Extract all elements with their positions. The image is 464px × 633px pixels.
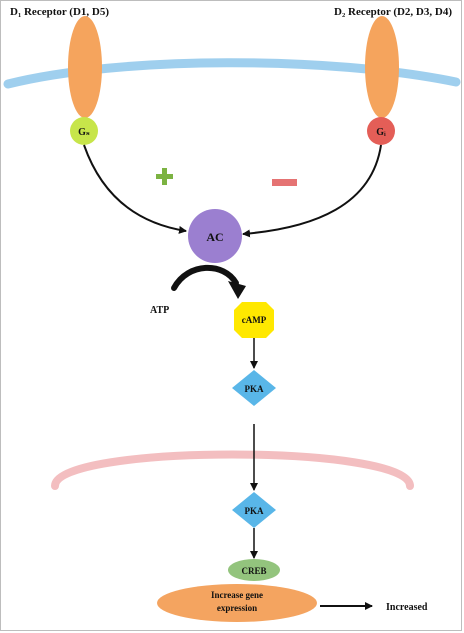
adenylyl-cyclase-node <box>188 209 242 263</box>
pka-bottom-label: PKA <box>245 506 264 516</box>
atp-to-camp-arrowhead <box>228 281 246 299</box>
atp-to-camp-arrow <box>171 264 239 291</box>
stimulate-plus-sign <box>156 168 173 185</box>
d2-receptor-title: D₂ Receptor (D2, D3, D4) <box>334 6 452 18</box>
gi-protein <box>367 117 395 145</box>
ac-label: AC <box>206 230 223 244</box>
pka-top-node <box>232 370 276 406</box>
pka-top-label: PKA <box>245 384 264 394</box>
gene-expression-line-2: expression <box>217 603 257 613</box>
d1-receptor <box>68 16 102 118</box>
nuclear-envelope <box>51 450 414 490</box>
camp-node <box>234 302 274 338</box>
gs-label: Gₛ <box>78 127 90 138</box>
d2-receptor <box>365 16 399 118</box>
gs-protein <box>70 117 98 145</box>
gi-label: Gᵢ <box>376 127 386 138</box>
gene-expression-node <box>157 584 317 622</box>
atp-label: ATP <box>150 305 169 316</box>
camp-label: cAMP <box>242 315 267 325</box>
gene-expression-line-1: Increase gene <box>211 590 263 600</box>
increased-label: Increased <box>386 602 428 613</box>
inhibit-minus-sign <box>272 179 297 186</box>
cell-membrane <box>3 58 461 89</box>
gs-to-ac-arrow <box>83 144 187 234</box>
d1-receptor-title: D₁ Receptor (D1, D5) <box>10 6 109 18</box>
pka-bottom-node <box>232 492 276 528</box>
creb-label: CREB <box>241 566 266 576</box>
gi-to-ac-arrow <box>242 144 382 238</box>
creb-node <box>228 559 280 581</box>
